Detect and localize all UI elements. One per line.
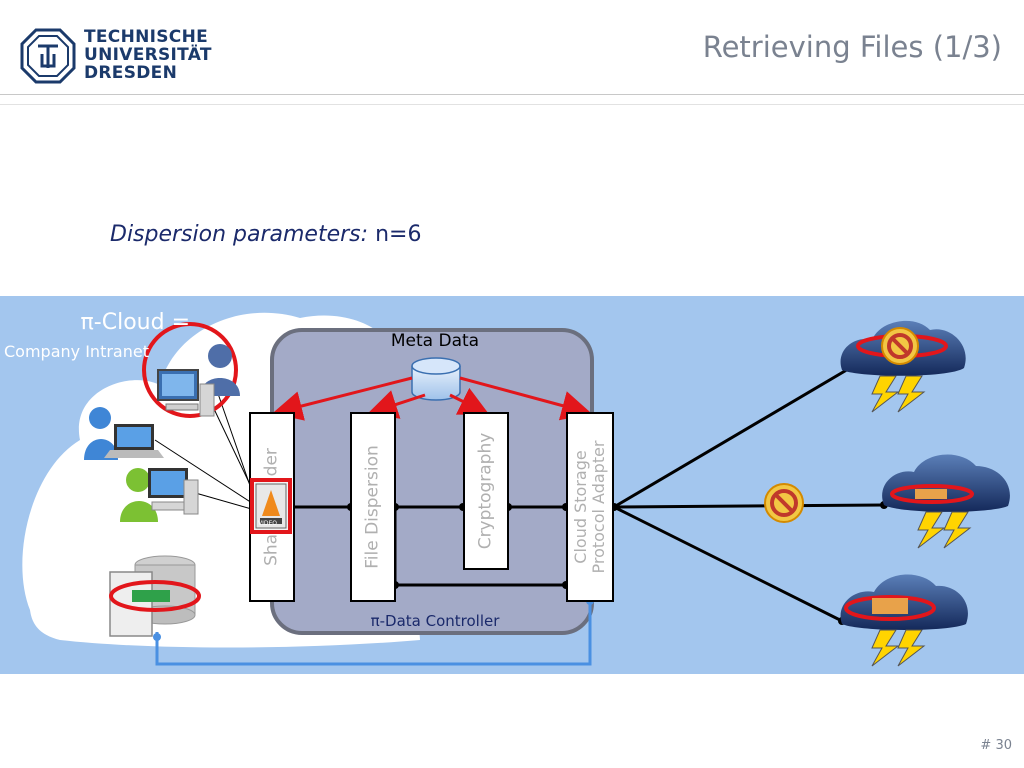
module-cryptography-label: Cryptography — [475, 432, 496, 550]
module-file-dispersion-label: File Dispersion — [362, 445, 383, 569]
cloud-label-title: π-Cloud = — [80, 310, 190, 335]
provider-links — [613, 366, 885, 623]
cloud-label-subtitle: Company Intranet — [4, 342, 149, 361]
storage-link — [155, 601, 592, 666]
university-logo-icon — [20, 28, 76, 84]
module-cloud-storage-adapter-label: Cloud Storage Protocol Adapter — [571, 440, 608, 574]
params-label: Dispersion parameters: — [110, 222, 369, 247]
storage-server-icon — [109, 555, 201, 637]
user-desktop-icon — [120, 468, 199, 522]
unavailable-link-icon — [764, 483, 804, 523]
university-name: TECHNISCHE UNIVERSITÄT DRESDEN — [84, 28, 212, 82]
meta-data-label: Meta Data — [390, 331, 480, 351]
university-line-3: DRESDEN — [84, 63, 178, 83]
page-number: # 30 — [980, 738, 1012, 753]
dispersion-parameters: Dispersion parameters: n=6 — [110, 222, 421, 247]
video-tag: VIDEO — [258, 520, 278, 527]
meta-data-arrows — [272, 376, 592, 421]
module-cryptography: Cryptography — [463, 412, 509, 570]
cloud-provider-2-icon — [882, 454, 1010, 549]
module-file-dispersion: File Dispersion — [350, 412, 396, 602]
university-line-1: TECHNISCHE — [84, 27, 209, 47]
video-file-icon: VIDEO — [250, 478, 292, 534]
header-divider-secondary — [0, 104, 1024, 105]
header-divider — [0, 94, 1024, 95]
unavailable-provider-1-icon — [881, 327, 919, 365]
highlighted-user-computer-icon — [142, 322, 240, 418]
meta-data-database-icon — [411, 357, 461, 401]
controller-label: π-Data Controller — [370, 612, 500, 630]
slide-title: Retrieving Files (1/3) — [702, 30, 1002, 64]
user-laptop-icon — [84, 407, 164, 460]
module-cloud-storage-adapter: Cloud Storage Protocol Adapter — [566, 412, 614, 602]
university-line-2: UNIVERSITÄT — [84, 45, 212, 65]
params-value: n=6 — [375, 222, 422, 247]
cloud-provider-3-icon — [840, 574, 968, 667]
